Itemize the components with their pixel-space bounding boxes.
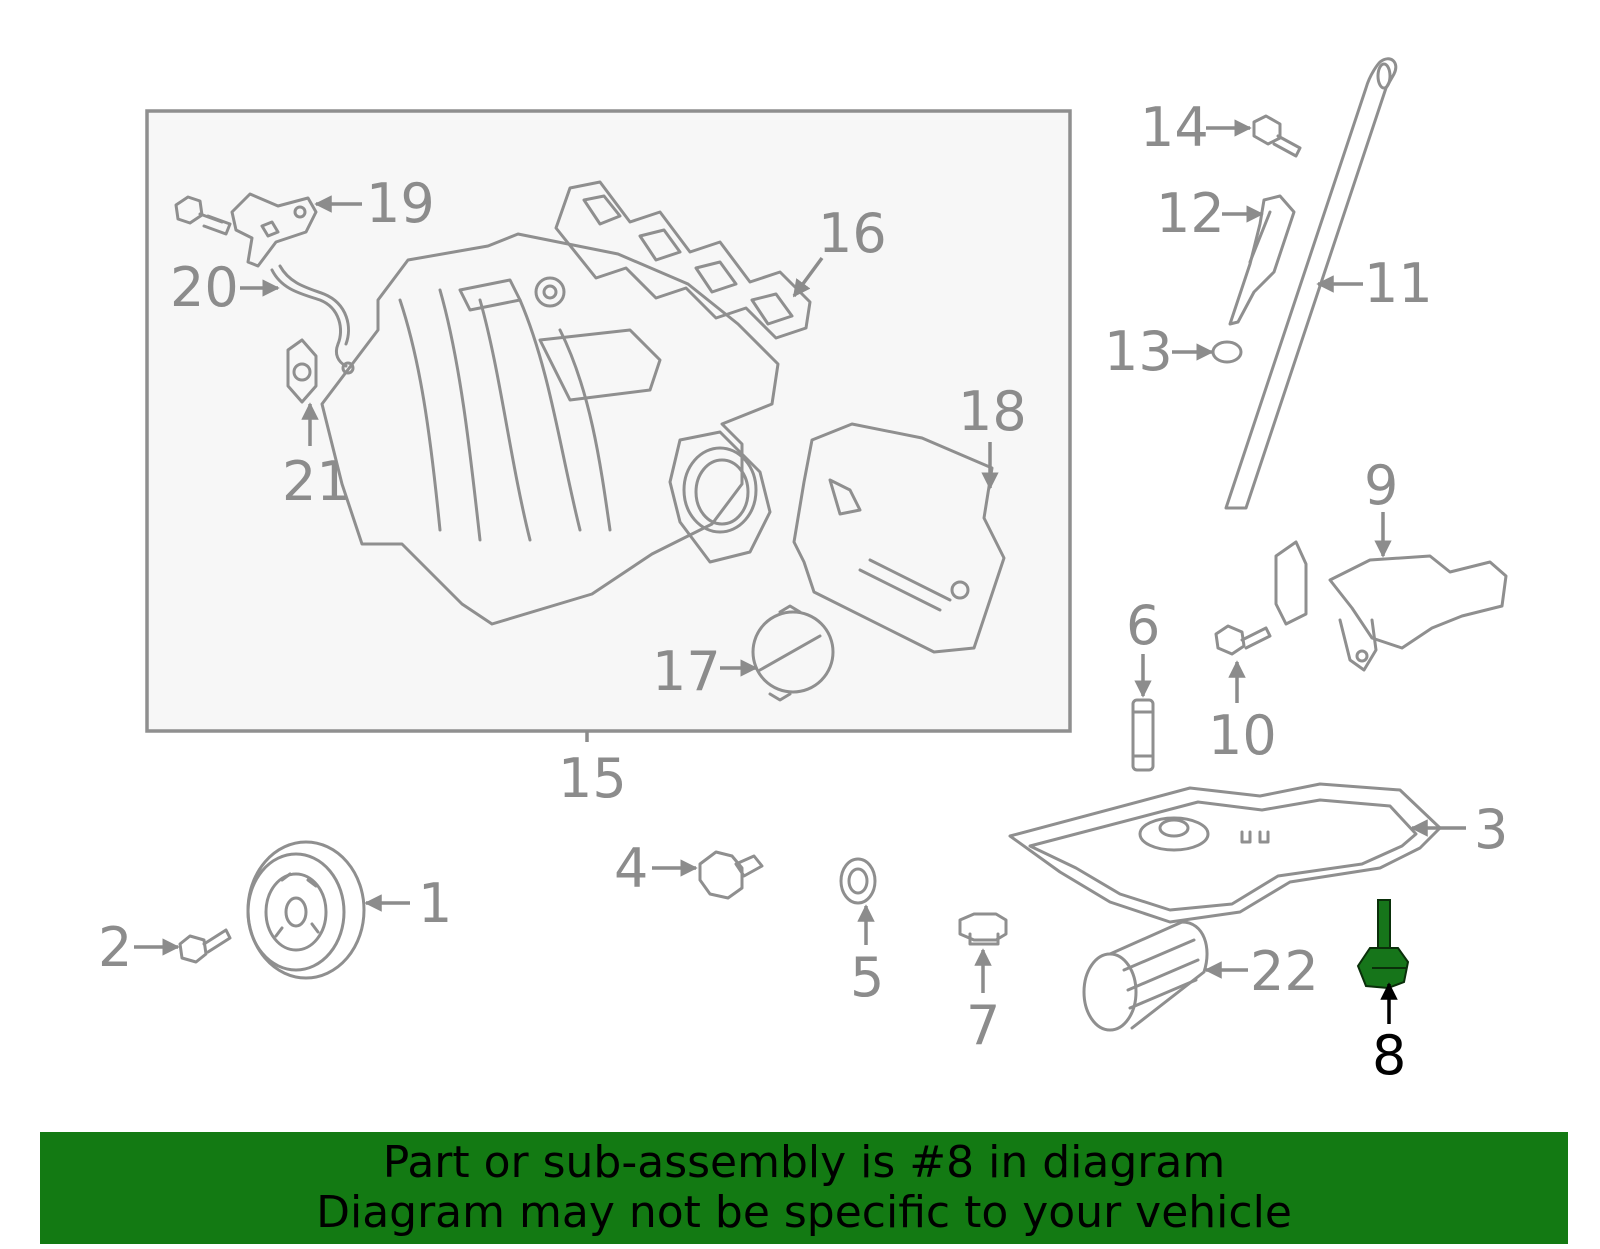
callout-15: 15 — [558, 747, 627, 810]
callout-5: 5 — [850, 946, 884, 1009]
hose-icon-20 — [270, 264, 355, 375]
intake-manifold-assembly-box — [145, 109, 1072, 733]
o-ring-icon-13 — [1211, 340, 1243, 364]
callout-8: 8 — [1372, 1024, 1406, 1087]
callout-17: 17 — [652, 640, 721, 703]
throttle-flange-icon — [668, 430, 772, 564]
callout-21: 21 — [282, 450, 351, 513]
callout-6: 6 — [1126, 594, 1160, 657]
callout-11: 11 — [1364, 252, 1433, 315]
oil-filter-icon-22 — [1082, 920, 1209, 1032]
bolt-icon-10 — [1214, 624, 1272, 656]
callout-3: 3 — [1474, 798, 1508, 861]
callout-19: 19 — [366, 172, 435, 235]
pulley-icon-1 — [246, 840, 366, 980]
washer-icon-5 — [839, 857, 877, 905]
control-valve-icon-9 — [1274, 540, 1508, 672]
gasket-icon-17 — [751, 604, 835, 702]
info-banner: Part or sub-assembly is #8 in diagram Di… — [40, 1132, 1568, 1244]
bolt-icon-2 — [178, 928, 232, 964]
callout-7: 7 — [966, 994, 1000, 1057]
callout-12: 12 — [1156, 182, 1225, 245]
sensor-icon-4 — [698, 850, 764, 900]
gasket-icon-16 — [554, 180, 812, 340]
intake-manifold-icon — [320, 232, 780, 626]
guide-icon-12 — [1228, 194, 1296, 326]
banner-line-disclaimer: Diagram may not be specific to your vehi… — [316, 1187, 1292, 1238]
stud-icon-6 — [1131, 698, 1155, 772]
callout-20: 20 — [170, 256, 239, 319]
callout-2: 2 — [98, 916, 132, 979]
oil-pan-icon-3 — [1008, 782, 1442, 924]
callout-16: 16 — [818, 202, 887, 265]
bolt-icon-19a — [174, 195, 232, 236]
callout-22: 22 — [1250, 940, 1319, 1003]
drain-plug-icon-8 — [1356, 899, 1410, 990]
dipstick-icon-11 — [1224, 57, 1398, 510]
banner-line-part: Part or sub-assembly is #8 in diagram — [382, 1137, 1226, 1188]
callout-18: 18 — [958, 380, 1027, 443]
callout-1: 1 — [418, 872, 452, 935]
grommet-icon-7 — [958, 912, 1008, 946]
callout-10: 10 — [1208, 704, 1277, 767]
bracket-icon-19 — [230, 192, 318, 268]
callout-9: 9 — [1364, 454, 1398, 517]
leader-16 — [792, 256, 824, 298]
bolt-icon-14 — [1252, 114, 1302, 158]
cover-icon-18 — [792, 422, 1006, 654]
callout-14: 14 — [1140, 96, 1209, 159]
callout-13: 13 — [1104, 320, 1173, 383]
gasket-icon-21 — [286, 338, 318, 404]
callout-4: 4 — [614, 837, 648, 900]
